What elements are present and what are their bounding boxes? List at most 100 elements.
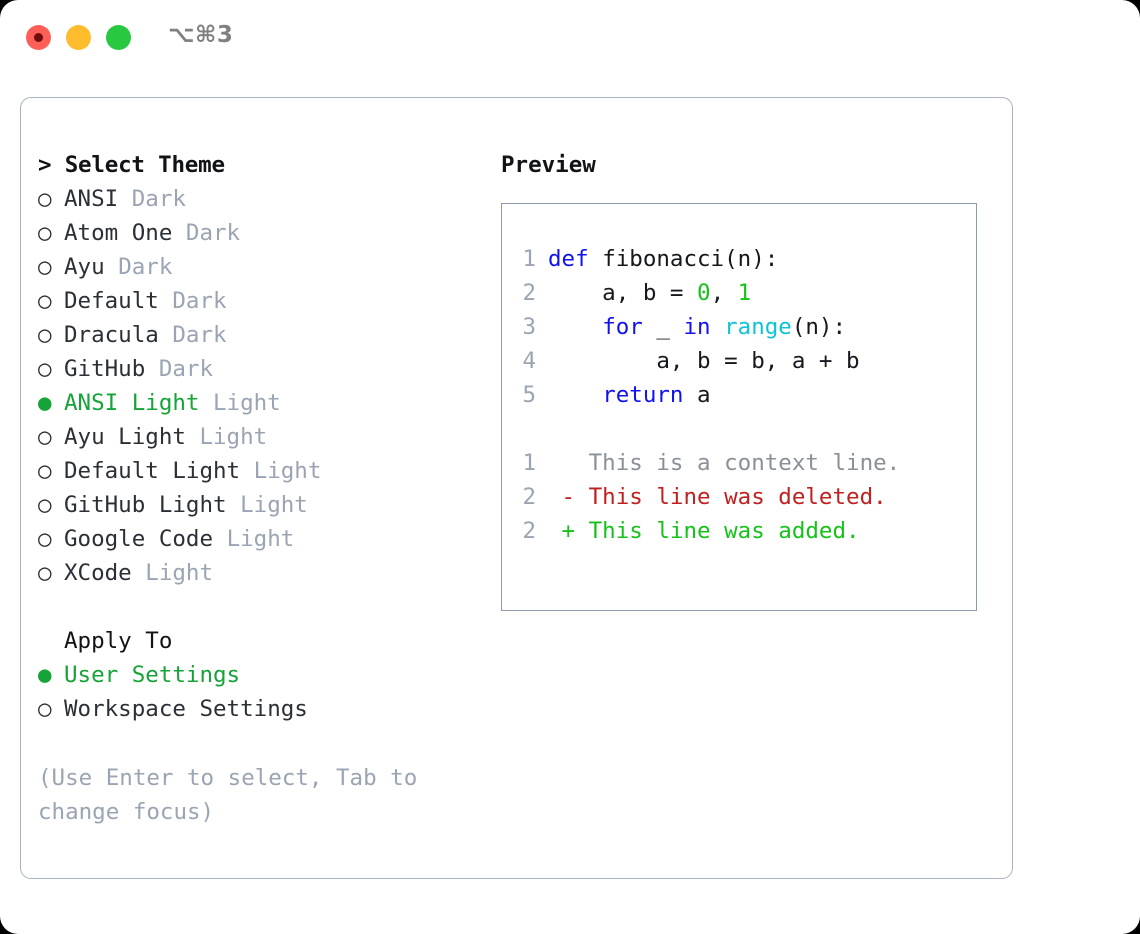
code-line: 3 for _ in range(n):: [512, 310, 970, 344]
theme-name-label: Google Code: [64, 526, 227, 552]
theme-list-item[interactable]: ○Ayu Dark: [38, 250, 498, 284]
traffic-light-controls: [26, 25, 131, 50]
radio-unselected-icon[interactable]: ○: [38, 560, 52, 586]
line-number: 2: [522, 484, 536, 510]
theme-selection-column: > Select Theme ○ANSI Dark○Atom One Dark○…: [38, 148, 498, 726]
theme-name-label: ANSI Light: [64, 390, 214, 416]
line-number: 2: [522, 280, 536, 306]
code-token-txt: [548, 314, 602, 340]
code-token-kw: return: [602, 382, 684, 408]
code-token-txt: (n):: [791, 314, 847, 340]
code-token-txt: ,: [710, 280, 738, 306]
theme-name-label: GitHub: [64, 356, 159, 382]
radio-unselected-icon[interactable]: ○: [38, 322, 52, 348]
line-number: 2: [522, 518, 536, 544]
theme-kind-label: Dark: [185, 220, 241, 246]
theme-kind-label: Light: [199, 424, 268, 450]
apply-to-heading: Apply To: [64, 628, 173, 654]
code-token-txt: [548, 382, 602, 408]
theme-name-label: ANSI: [64, 186, 132, 212]
diff-line-del: 2 - This line was deleted.: [512, 480, 970, 514]
radio-unselected-icon[interactable]: ○: [38, 356, 52, 382]
apply-to-item[interactable]: ● User Settings: [38, 658, 498, 692]
radio-unselected-icon[interactable]: ○: [38, 696, 52, 722]
preview-heading: Preview: [501, 152, 596, 178]
theme-kind-label: Dark: [118, 254, 173, 280]
theme-list-item[interactable]: ○ GitHub Light Light: [38, 488, 498, 522]
section-spacer: [38, 590, 498, 624]
theme-kind-label: Light: [145, 560, 214, 586]
diff-line-add: 2 + This line was added.: [512, 514, 970, 548]
theme-kind-label: Light: [253, 458, 322, 484]
code-token-txt: a, b = b, a + b: [548, 348, 860, 374]
theme-name-label: Default Light: [64, 458, 254, 484]
theme-kind-label: Dark: [172, 322, 227, 348]
theme-list-item[interactable]: ○ Dracula Dark: [38, 318, 498, 352]
theme-kind-label: Dark: [158, 356, 214, 382]
apply-to-list[interactable]: ● User Settings ○ Workspace Settings: [38, 658, 498, 726]
theme-kind-label: Dark: [131, 186, 186, 212]
code-token-num: 0: [697, 280, 711, 306]
line-number: 4: [522, 348, 536, 374]
theme-list-item[interactable]: ●ANSI Light Light: [38, 386, 498, 420]
theme-name-label: Ayu Light: [64, 424, 200, 450]
radio-selected-icon[interactable]: ●: [38, 662, 52, 688]
theme-name-label: GitHub Light: [64, 492, 241, 518]
code-diff-spacer: [512, 412, 970, 446]
line-number: 1: [522, 246, 536, 272]
theme-list-item[interactable]: ○ GitHub Dark: [38, 352, 498, 386]
keyboard-shortcut-label: ⌥⌘3: [168, 22, 234, 48]
theme-name-label: Default: [64, 288, 173, 314]
diff-text: This is a context line.: [575, 450, 901, 476]
code-token-kw: for: [602, 314, 643, 340]
minimize-window-icon[interactable]: [66, 25, 91, 50]
radio-selected-icon[interactable]: ●: [38, 390, 52, 416]
line-number: 3: [522, 314, 536, 340]
code-token-num: 1: [737, 280, 752, 306]
theme-name-label: XCode: [64, 560, 146, 586]
code-token-kw: in: [683, 314, 711, 340]
diff-line-ctx: 1 This is a context line.: [512, 446, 970, 480]
theme-list-item[interactable]: ○ Ayu Light Light: [38, 420, 498, 454]
theme-list[interactable]: ○ANSI Dark○Atom One Dark○Ayu Dark○Defaul…: [38, 182, 498, 590]
radio-unselected-icon[interactable]: ○: [38, 526, 52, 552]
code-token-txt: _: [642, 314, 684, 340]
code-token-txt: [711, 314, 725, 340]
code-line: 5 return a: [512, 378, 970, 412]
diff-text: This line was added.: [575, 518, 860, 544]
apply-to-item[interactable]: ○ Workspace Settings: [38, 692, 498, 726]
line-number: 5: [522, 382, 536, 408]
theme-name-label: Dracula: [64, 322, 173, 348]
code-line: 4 a, b = b, a + b: [512, 344, 970, 378]
radio-unselected-icon[interactable]: ○: [38, 220, 52, 246]
apply-to-label: Workspace Settings: [64, 696, 308, 722]
theme-kind-label: Light: [240, 492, 308, 518]
theme-kind-label: Dark: [172, 288, 227, 314]
theme-list-item[interactable]: ○ Google Code Light: [38, 522, 498, 556]
radio-unselected-icon[interactable]: ○: [38, 492, 52, 518]
radio-unselected-icon[interactable]: ○: [38, 254, 52, 280]
maximize-window-icon[interactable]: [106, 25, 131, 50]
radio-unselected-icon[interactable]: ○: [38, 186, 52, 212]
theme-list-item[interactable]: ○ Default Light Light: [38, 454, 498, 488]
radio-unselected-icon[interactable]: ○: [38, 424, 52, 450]
theme-list-item[interactable]: ○ ANSI Dark: [38, 182, 498, 216]
keyboard-hint-text: (Use Enter to select, Tab to change focu…: [38, 765, 418, 825]
close-window-icon[interactable]: [26, 25, 51, 50]
theme-list-item[interactable]: ○ XCode Light: [38, 556, 498, 590]
theme-kind-label: Light: [226, 526, 295, 552]
main-panel: > Select Theme ○ANSI Dark○Atom One Dark○…: [20, 97, 1013, 879]
apply-to-label: User Settings: [64, 662, 241, 688]
radio-unselected-icon[interactable]: ○: [38, 458, 52, 484]
theme-name-label: Atom One: [64, 220, 186, 246]
code-token-kw: def: [548, 246, 603, 272]
code-line: 2 a, b = 0, 1: [512, 276, 970, 310]
radio-unselected-icon[interactable]: ○: [38, 288, 52, 314]
code-token-txt: a: [683, 382, 711, 408]
theme-list-item[interactable]: ○ Atom One Dark: [38, 216, 498, 250]
theme-list-item[interactable]: ○ Default Dark: [38, 284, 498, 318]
